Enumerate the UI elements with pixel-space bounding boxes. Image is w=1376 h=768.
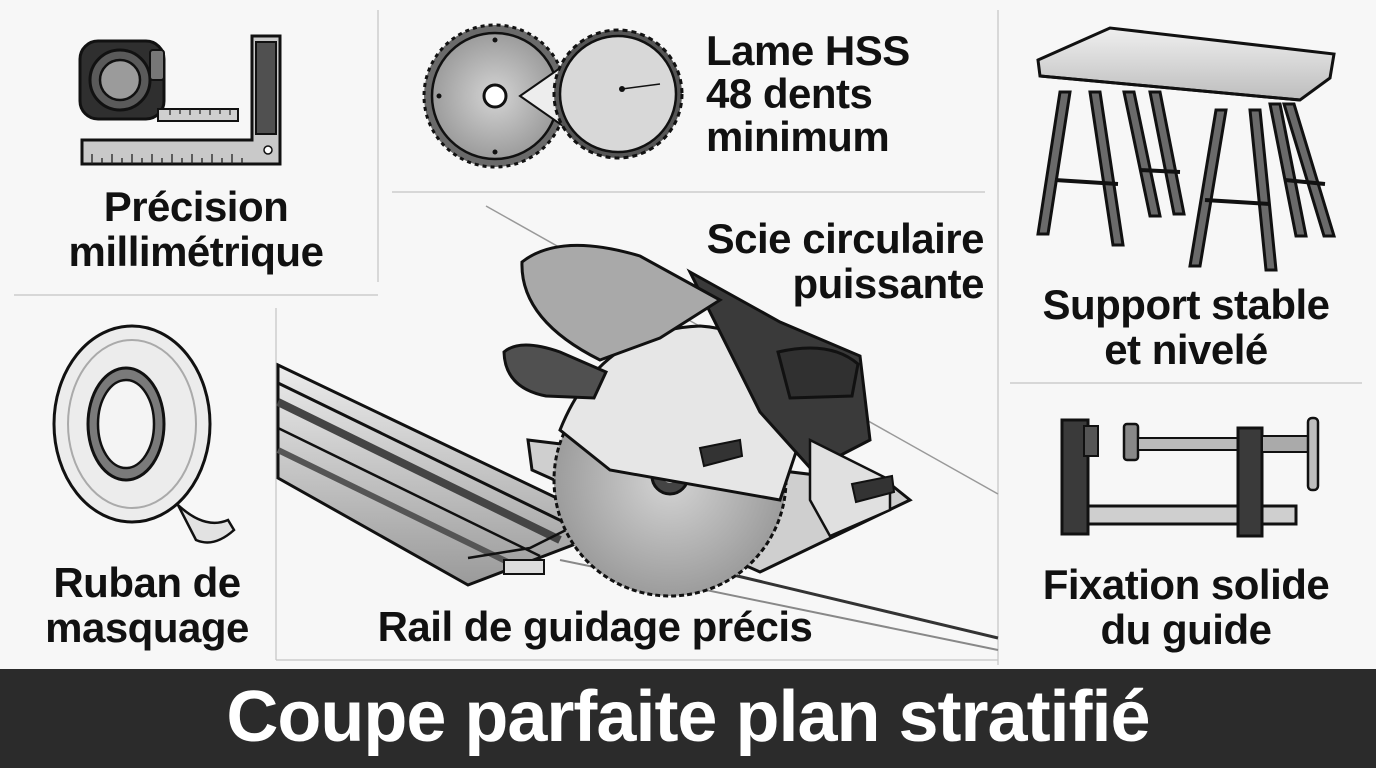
saw-label-line1: Scie circulaire bbox=[706, 215, 985, 262]
blade-label-line3: minimum bbox=[706, 112, 890, 160]
saw-label-line2: puissante bbox=[792, 260, 984, 308]
clamp-label-line2: du guide bbox=[1100, 606, 1272, 654]
circular-saw-icon bbox=[502, 243, 913, 598]
sawhorse-table-icon bbox=[1036, 26, 1337, 272]
precision-label-line2: millimétrique bbox=[68, 228, 324, 276]
tape-measure-icon bbox=[78, 39, 239, 122]
tape-label-line2: masquage bbox=[45, 604, 249, 652]
panel-dividers bbox=[14, 10, 1362, 665]
blade-label-line1: Lame HSS bbox=[706, 27, 910, 74]
support-label-line2: et nivelé bbox=[1104, 326, 1268, 374]
clamp-label: Fixation solide du guide bbox=[1004, 562, 1368, 653]
rail-label: Rail de guidage précis bbox=[320, 603, 870, 650]
clamp-label-line1: Fixation solide bbox=[1042, 561, 1330, 608]
precision-label: Précision millimétrique bbox=[14, 184, 378, 275]
blade-label-line2: 48 dents bbox=[706, 69, 873, 117]
saw-label: Scie circulaire puissante bbox=[660, 215, 985, 308]
support-label-line1: Support stable bbox=[1042, 281, 1330, 328]
support-label: Support stable et nivelé bbox=[1004, 282, 1368, 373]
square-ruler-icon bbox=[80, 34, 282, 166]
saw-blade-icon bbox=[422, 23, 684, 169]
title-banner: Coupe parfaite plan stratifié bbox=[0, 669, 1376, 768]
bar-clamp-icon bbox=[1060, 416, 1320, 538]
tape-label: Ruban de masquage bbox=[14, 560, 280, 651]
blade-label: Lame HSS 48 dents minimum bbox=[706, 27, 986, 160]
tape-label-line1: Ruban de bbox=[53, 559, 241, 606]
precision-label-line1: Précision bbox=[103, 183, 289, 230]
banner-title: Coupe parfaite plan stratifié bbox=[226, 677, 1150, 757]
rail-label-line1: Rail de guidage précis bbox=[377, 603, 813, 650]
masking-tape-roll-icon bbox=[52, 324, 236, 544]
